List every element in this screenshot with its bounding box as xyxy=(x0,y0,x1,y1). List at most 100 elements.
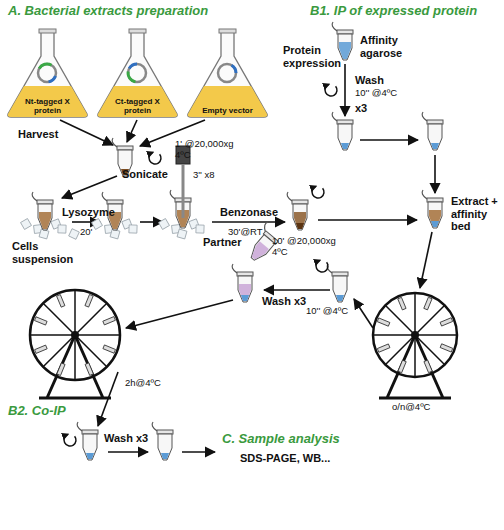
microtube xyxy=(32,192,53,230)
rotator-spoke xyxy=(43,303,75,335)
flask-label: Empty vector xyxy=(199,106,256,115)
ice-cube xyxy=(177,229,187,239)
plasmid-insert xyxy=(39,64,51,69)
tube-pellet xyxy=(431,221,439,227)
condition-label: 10' @20,000xg 4ºC xyxy=(272,236,340,258)
process-arrow xyxy=(434,155,436,193)
rotator-tube xyxy=(377,318,390,326)
culture-flask: Empty vector xyxy=(185,28,270,118)
microtube xyxy=(422,190,443,228)
microtube xyxy=(332,112,353,150)
tube-liquid xyxy=(239,284,251,301)
step-label: Affinity agarose xyxy=(360,34,420,59)
culture-medium xyxy=(98,86,177,117)
tube-lid xyxy=(112,138,117,147)
tube-cap xyxy=(427,120,443,124)
tube-lid xyxy=(261,222,271,232)
rotator-tube xyxy=(35,345,48,353)
rotator-tube xyxy=(424,360,432,373)
ice-cube xyxy=(196,225,204,233)
process-arrow xyxy=(264,289,330,291)
tube-liquid xyxy=(249,241,269,262)
ice-cube xyxy=(58,225,66,233)
rotator-spoke xyxy=(415,305,445,335)
process-arrow xyxy=(98,372,118,426)
flask-lip xyxy=(129,29,146,33)
centrifuge-icon xyxy=(149,152,161,164)
process-arrow xyxy=(108,451,148,453)
step-label: Lysozyme xyxy=(62,206,115,219)
tube-lid xyxy=(32,192,37,201)
culture-flask: Nt-tagged X protein xyxy=(5,28,90,118)
culture-flask: Ct-tagged X protein xyxy=(95,28,180,118)
microtube xyxy=(332,22,353,60)
tube-lid xyxy=(287,192,292,201)
step-label: Cells suspension xyxy=(12,240,74,265)
process-arrow xyxy=(126,300,233,328)
flask-label: Ct-tagged X protein xyxy=(109,97,166,115)
tube-cap xyxy=(157,430,173,434)
rotator-spoke xyxy=(414,293,416,335)
process-arrow xyxy=(420,232,432,288)
condition-label: 3'' x8 xyxy=(193,170,215,181)
rotator-hub xyxy=(411,331,419,339)
tube-cap xyxy=(107,200,123,204)
rotator-spoke xyxy=(43,335,75,367)
culture-medium xyxy=(188,86,267,117)
microtube xyxy=(152,422,173,460)
plasmid xyxy=(38,64,56,82)
tube-pellet xyxy=(341,143,349,149)
rotator-tube xyxy=(34,317,47,325)
tube-liquid xyxy=(39,212,51,229)
tube-cap xyxy=(117,146,133,150)
section-heading: B1. IP of expressed protein xyxy=(310,4,477,19)
rotator-tube xyxy=(377,344,390,352)
flask-lip xyxy=(39,29,56,33)
microtube xyxy=(77,422,98,460)
tube-liquid xyxy=(339,42,351,59)
plasmid xyxy=(128,64,146,82)
rotator-spoke xyxy=(75,303,107,335)
rotator-spoke xyxy=(75,334,120,336)
tube-body xyxy=(158,434,172,460)
section-heading: B2. Co-IP xyxy=(8,404,66,419)
rotator-tube xyxy=(440,344,453,352)
rotator-tube xyxy=(57,295,65,308)
rotator-spoke xyxy=(75,335,107,367)
centrifuge-icon xyxy=(64,434,76,446)
step-label: Sonicate xyxy=(122,168,168,181)
rotator-tube xyxy=(103,317,116,325)
process-arrow xyxy=(212,221,285,223)
process-arrow xyxy=(127,120,137,142)
rotator-wheel xyxy=(30,290,120,380)
tube-cap xyxy=(292,200,308,204)
rotator-tube xyxy=(398,360,406,373)
tube-body xyxy=(247,235,274,264)
step-label: Protein expression xyxy=(283,44,345,69)
ice-cube xyxy=(39,229,49,239)
tube-body xyxy=(338,34,352,60)
microtube xyxy=(170,190,191,228)
ice-cube xyxy=(92,219,103,230)
rotator-tube xyxy=(398,297,406,310)
rotator-spoke xyxy=(414,335,416,377)
tube-body xyxy=(83,434,97,460)
tube-lid xyxy=(332,112,337,121)
rotator-spoke xyxy=(385,335,415,365)
tube-lid xyxy=(422,112,427,121)
plasmid-insert xyxy=(49,76,56,82)
section-heading: C. Sample analysis xyxy=(222,432,340,447)
tube-body xyxy=(238,276,252,302)
tube-cap xyxy=(337,30,353,34)
rotator-spoke xyxy=(30,334,75,336)
condition-label: 1' @20,000xg 4ºC xyxy=(175,139,241,161)
rotator-tube xyxy=(424,297,432,310)
step-label: Partner xyxy=(203,236,242,249)
tube-lid xyxy=(102,192,107,201)
process-arrow xyxy=(182,451,215,453)
tube-pellet xyxy=(241,295,249,301)
rotator-tube xyxy=(85,294,93,307)
step-label: Wash x3 xyxy=(262,295,306,308)
rotator-spoke xyxy=(74,290,76,335)
